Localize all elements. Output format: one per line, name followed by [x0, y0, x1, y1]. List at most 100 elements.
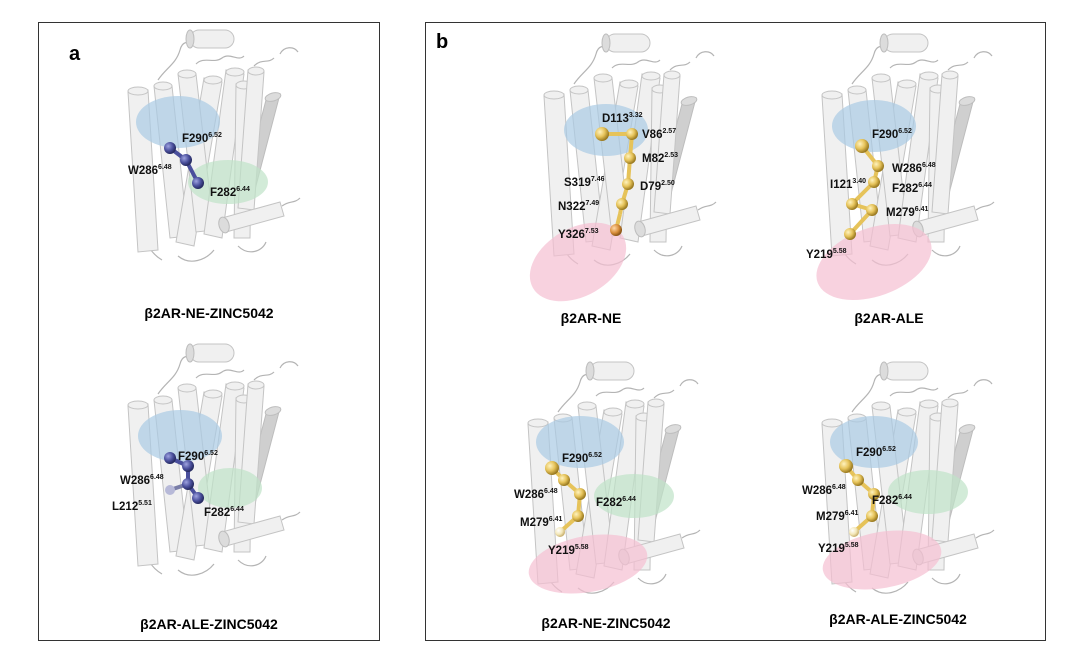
svg-text:F2906.52: F2906.52	[182, 132, 222, 145]
svg-text:L2125.51: L2125.51	[112, 500, 152, 513]
residue-atom	[165, 485, 175, 495]
upper-pocket-region	[830, 416, 918, 468]
svg-text:I1213.40: I1213.40	[830, 178, 866, 191]
middle-pocket-region	[198, 468, 262, 508]
lower-pocket-region	[529, 222, 627, 302]
structure-b3: F2906.52 W2866.48 F2826.44 M2796.41 Y219…	[514, 361, 701, 594]
upper-pocket-region	[138, 410, 222, 462]
structure-caption: β2AR-ALE	[854, 310, 923, 326]
residue-sup: 6.44	[622, 496, 636, 503]
svg-text:Y2195.58: Y2195.58	[818, 542, 859, 555]
residue-label: F290	[562, 453, 588, 465]
svg-text:F2906.52: F2906.52	[178, 450, 218, 463]
svg-text:F2826.44: F2826.44	[892, 182, 932, 195]
residue-sup: 6.48	[922, 162, 936, 169]
svg-text:D792.50: D792.50	[640, 180, 675, 193]
residue-sup: 7.53	[585, 228, 599, 235]
residue-label: L212	[112, 501, 138, 513]
residue-sup: 7.49	[586, 200, 600, 207]
svg-text:V862.57: V862.57	[642, 128, 676, 141]
residue-label: Y326	[558, 229, 585, 241]
residue-label: M82	[642, 153, 664, 165]
residue-atom	[572, 510, 584, 522]
residue-label: M279	[520, 517, 549, 529]
svg-text:F2906.52: F2906.52	[562, 452, 602, 465]
residue-label: M279	[816, 511, 845, 523]
residue-label: W286	[128, 165, 158, 177]
residue-label: Y219	[548, 545, 575, 557]
svg-text:F2906.52: F2906.52	[856, 446, 896, 459]
residue-sup: 7.46	[591, 176, 605, 183]
structure-a1: F2906.52 W2866.48 F2826.44	[127, 29, 301, 262]
residue-label: W286	[120, 475, 150, 487]
residue-label: F290	[182, 133, 208, 145]
residue-atom	[622, 178, 634, 190]
residue-sup: 6.44	[236, 186, 250, 193]
residue-label: F282	[892, 183, 918, 195]
residue-sup: 6.52	[588, 452, 602, 459]
residue-sup: 5.58	[845, 542, 859, 549]
residue-sup: 6.52	[898, 128, 912, 135]
structure-caption: β2AR-ALE-ZINC5042	[829, 611, 967, 627]
residue-sup: 3.40	[852, 178, 866, 185]
svg-text:F2826.44: F2826.44	[210, 186, 250, 199]
residue-sup: 3.32	[629, 112, 643, 119]
residue-atom	[610, 224, 622, 236]
residue-atom	[555, 527, 565, 537]
residue-atom	[558, 474, 570, 486]
residue-atom	[182, 478, 194, 490]
residue-sup: 6.52	[882, 446, 896, 453]
structure-caption: β2AR-NE-ZINC5042	[541, 615, 670, 631]
residue-label: W286	[892, 163, 922, 175]
residue-atom	[624, 152, 636, 164]
residue-sup: 6.48	[544, 488, 558, 495]
residue-atom	[182, 460, 194, 472]
svg-text:F2826.44: F2826.44	[872, 494, 912, 507]
svg-text:W2866.48: W2866.48	[120, 474, 164, 487]
residue-atom	[849, 527, 859, 537]
svg-text:W2866.48: W2866.48	[802, 484, 846, 497]
residue-sup: 6.44	[230, 506, 244, 513]
residue-atom	[595, 127, 609, 141]
residue-sup: 6.52	[208, 132, 222, 139]
structure-caption: β2AR-NE	[561, 310, 622, 326]
svg-text:W2866.48: W2866.48	[892, 162, 936, 175]
residue-atom	[852, 474, 864, 486]
svg-text:F2826.44: F2826.44	[596, 496, 636, 509]
residue-atom	[868, 488, 880, 500]
residue-label: D79	[640, 181, 661, 193]
residue-atom	[545, 461, 559, 475]
upper-pocket-region	[832, 100, 916, 152]
residue-sup: 5.58	[575, 544, 589, 551]
structure-b1: D1133.32 V862.57 M822.53 S3197.46 D792.5…	[529, 33, 717, 302]
residue-atom	[180, 154, 192, 166]
residue-atom	[164, 452, 176, 464]
residue-atom	[574, 488, 586, 500]
residue-label: D113	[602, 113, 629, 125]
svg-text:Y3267.53: Y3267.53	[558, 228, 599, 241]
residue-sup: 2.53	[664, 152, 678, 159]
residue-label: F282	[596, 497, 622, 509]
residue-atom	[855, 139, 869, 153]
residue-atom	[192, 492, 204, 504]
residue-sup: 6.44	[918, 182, 932, 189]
residue-sup: 6.48	[832, 484, 846, 491]
residue-atom	[866, 204, 878, 216]
residue-label: W286	[802, 485, 832, 497]
residue-label: F282	[872, 495, 898, 507]
panel-letter-b: b	[436, 31, 449, 53]
lower-pocket-region	[528, 534, 648, 594]
svg-text:F2826.44: F2826.44	[204, 506, 244, 519]
svg-text:M822.53: M822.53	[642, 152, 678, 165]
residue-label: I121	[830, 179, 853, 191]
residue-atom	[872, 160, 884, 172]
residue-label: M279	[886, 207, 915, 219]
residue-atom	[192, 177, 204, 189]
residue-sup: 5.51	[138, 500, 152, 507]
residue-sup: 6.48	[150, 474, 164, 481]
residue-sup: 6.41	[845, 510, 859, 517]
structure-caption: β2AR-ALE-ZINC5042	[140, 616, 278, 632]
structure-a2: F2906.52 W2866.48 L2125.51 F2826.44	[112, 343, 301, 576]
middle-pocket-region	[188, 160, 268, 204]
residue-label: N322	[558, 201, 586, 213]
